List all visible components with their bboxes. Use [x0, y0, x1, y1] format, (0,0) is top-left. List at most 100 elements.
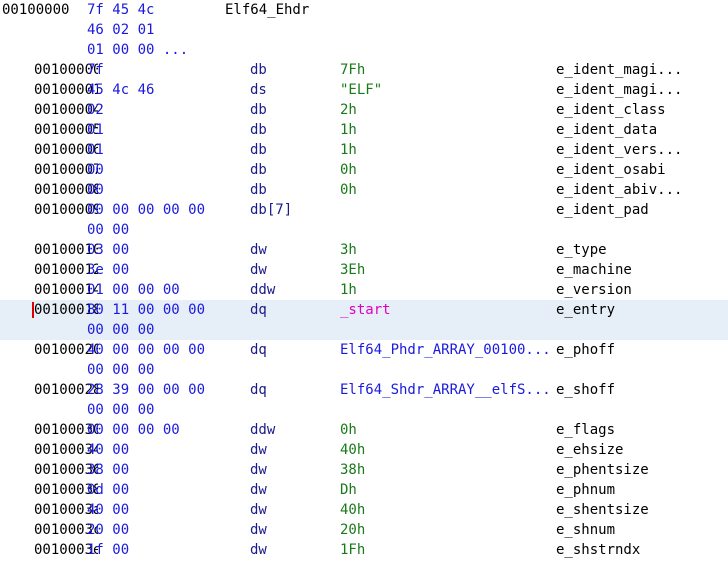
struct-header-line[interactable]: 01 00 00 ...: [0, 40, 728, 60]
row-address[interactable]: 00100007: [34, 162, 98, 178]
row-mnemonic[interactable]: dw: [250, 502, 267, 518]
row-mnemonic[interactable]: db: [250, 102, 267, 118]
row-field-name[interactable]: e_ident_vers...: [556, 142, 683, 158]
row-field-name[interactable]: e_type: [556, 242, 607, 258]
row-operand[interactable]: 1h: [340, 142, 357, 158]
row-address[interactable]: 00100036: [34, 462, 98, 478]
row-mnemonic[interactable]: db[7]: [250, 202, 293, 218]
listing-row-continuation[interactable]: 00 00: [0, 220, 728, 240]
row-address[interactable]: 00100018: [34, 302, 98, 318]
row-mnemonic[interactable]: ddw: [250, 422, 276, 438]
row-operand[interactable]: 3Eh: [340, 262, 366, 278]
row-field-name[interactable]: e_ident_osabi: [556, 162, 666, 178]
row-field-name[interactable]: e_shoff: [556, 382, 616, 398]
row-mnemonic[interactable]: dw: [250, 462, 267, 478]
row-operand[interactable]: 3h: [340, 242, 357, 258]
row-operand[interactable]: 40h: [340, 442, 366, 458]
row-field-name[interactable]: e_phentsize: [556, 462, 649, 478]
row-address[interactable]: 0010003a: [34, 502, 98, 518]
row-field-name[interactable]: e_ehsize: [556, 442, 624, 458]
row-mnemonic[interactable]: db: [250, 62, 267, 78]
row-field-name[interactable]: e_version: [556, 282, 632, 298]
row-field-name[interactable]: e_ident_data: [556, 122, 658, 138]
row-address[interactable]: 00100020: [34, 342, 98, 358]
row-mnemonic[interactable]: dw: [250, 542, 267, 558]
row-address[interactable]: 00100034: [34, 442, 98, 458]
row-operand[interactable]: 2h: [340, 102, 357, 118]
row-field-name[interactable]: e_phnum: [556, 482, 616, 498]
struct-address[interactable]: 00100000: [2, 2, 70, 18]
listing-row-continuation[interactable]: 00 00 00: [0, 360, 728, 380]
row-field-name[interactable]: e_shnum: [556, 522, 616, 538]
row-field-name[interactable]: e_ident_pad: [556, 202, 649, 218]
row-operand[interactable]: 1h: [340, 282, 357, 298]
row-operand[interactable]: 0h: [340, 182, 357, 198]
row-mnemonic[interactable]: db: [250, 122, 267, 138]
row-address[interactable]: 00100005: [34, 122, 98, 138]
row-mnemonic[interactable]: dw: [250, 522, 267, 538]
row-operand[interactable]: Elf64_Shdr_ARRAY__elfS...: [340, 382, 551, 398]
row-address[interactable]: 0010003e: [34, 542, 98, 558]
struct-header-line[interactable]: 46 02 01: [0, 20, 728, 40]
row-address[interactable]: 00100008: [34, 182, 98, 198]
row-field-name[interactable]: e_machine: [556, 262, 632, 278]
row-operand[interactable]: 1Fh: [340, 542, 366, 558]
row-mnemonic[interactable]: dw: [250, 262, 267, 278]
row-mnemonic[interactable]: ds: [250, 82, 267, 98]
row-operand[interactable]: 0h: [340, 422, 357, 438]
row-mnemonic[interactable]: db: [250, 162, 267, 178]
row-field-name[interactable]: e_entry: [556, 302, 616, 318]
listing-row[interactable]: 00100028 dq Elf64_Shdr_ARRAY__elfS... e_sho…: [0, 380, 728, 400]
row-field-name[interactable]: e_shstrndx: [556, 542, 641, 558]
row-address[interactable]: 00100006: [34, 142, 98, 158]
row-address[interactable]: 00100012: [34, 262, 98, 278]
row-address[interactable]: 0010003c: [34, 522, 98, 538]
row-operand[interactable]: 40h: [340, 502, 366, 518]
row-address[interactable]: 00100014: [34, 282, 98, 298]
row-operand[interactable]: 38h: [340, 462, 366, 478]
row-mnemonic[interactable]: dq: [250, 382, 267, 398]
row-operand[interactable]: Elf64_Phdr_ARRAY_00100...: [340, 342, 551, 358]
row-field-name[interactable]: e_ident_magi...: [556, 82, 683, 98]
row-operand[interactable]: _start: [340, 302, 391, 318]
row-field-name[interactable]: e_ident_class: [556, 102, 666, 118]
row-operand[interactable]: 20h: [340, 522, 366, 538]
row-field-name[interactable]: e_phoff: [556, 342, 616, 358]
row-operand[interactable]: 7Fh: [340, 62, 366, 78]
row-address[interactable]: 00100000: [34, 62, 98, 78]
row-operand[interactable]: 0h: [340, 162, 357, 178]
row-operand[interactable]: 1h: [340, 122, 357, 138]
row-field-name[interactable]: e_flags: [556, 422, 616, 438]
row-mnemonic[interactable]: dw: [250, 442, 267, 458]
listing-row-continuation[interactable]: 00 00 00: [0, 320, 728, 340]
row-mnemonic[interactable]: db: [250, 142, 267, 158]
row-address[interactable]: 00100028: [34, 382, 98, 398]
row-mnemonic[interactable]: dw: [250, 482, 267, 498]
row-address[interactable]: 00100010: [34, 242, 98, 258]
row-mnemonic[interactable]: dw: [250, 242, 267, 258]
row-address[interactable]: 00100030: [34, 422, 98, 438]
row-operand[interactable]: "ELF": [340, 82, 383, 98]
row-address[interactable]: 00100001: [34, 82, 98, 98]
listing-row-continuation[interactable]: 00 00 00: [0, 400, 728, 420]
row-operand[interactable]: Dh: [340, 482, 357, 498]
